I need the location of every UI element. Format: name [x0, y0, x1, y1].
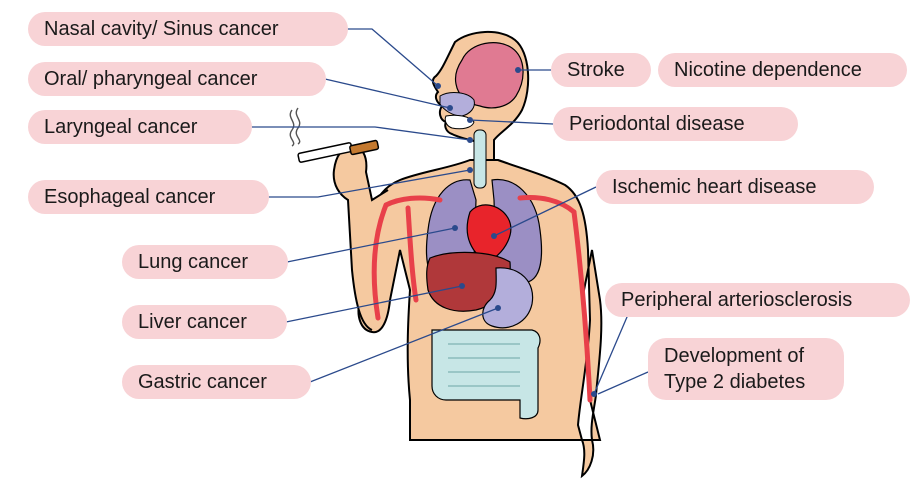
- label-lung-cancer: Lung cancer: [122, 245, 288, 279]
- label-liver-cancer: Liver cancer: [122, 305, 287, 339]
- label-periodontal-disease: Periodontal disease: [553, 107, 798, 141]
- label-type2-diabetes-line1: Development of: [664, 343, 828, 369]
- label-nicotine-dependence: Nicotine dependence: [658, 53, 907, 87]
- label-ischemic-heart-disease: Ischemic heart disease: [596, 170, 874, 204]
- trachea: [474, 130, 486, 188]
- label-peripheral-arteriosclerosis: Peripheral arteriosclerosis: [605, 283, 910, 317]
- label-gastric-cancer: Gastric cancer: [122, 365, 311, 399]
- label-esophageal-cancer: Esophageal cancer: [28, 180, 269, 214]
- label-type2-diabetes-line2: Type 2 diabetes: [664, 369, 828, 395]
- label-laryngeal-cancer: Laryngeal cancer: [28, 110, 252, 144]
- label-oral-pharyngeal-cancer: Oral/ pharyngeal cancer: [28, 62, 326, 96]
- cigarette-icon: [290, 108, 378, 163]
- label-type2-diabetes: Development of Type 2 diabetes: [648, 338, 844, 400]
- label-stroke: Stroke: [551, 53, 651, 87]
- label-nasal-sinus-cancer: Nasal cavity/ Sinus cancer: [28, 12, 348, 46]
